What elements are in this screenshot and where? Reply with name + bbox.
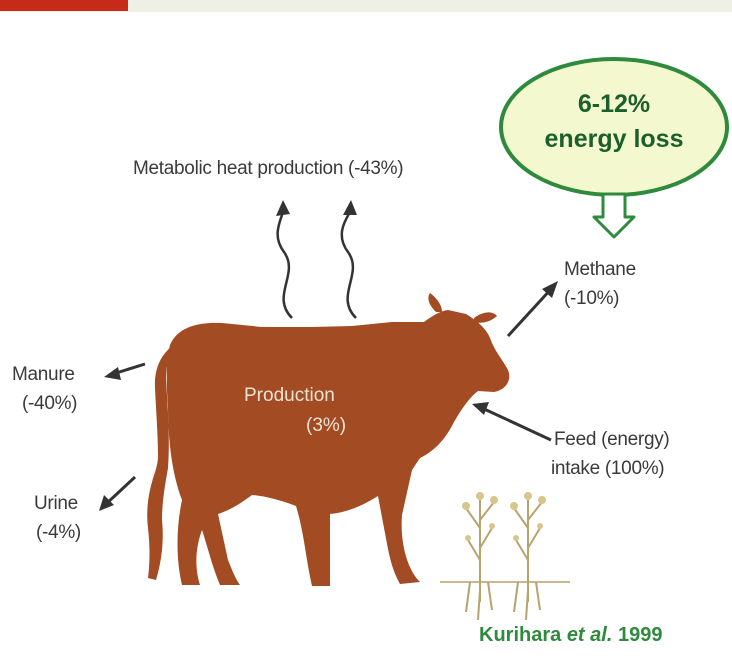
heat-arrow-left-head [276, 200, 290, 216]
urine-pct-label: (-4%) [36, 522, 81, 543]
citation-year: 1999 [612, 624, 663, 646]
production-pct-label: (3%) [306, 415, 347, 436]
urine-arrow-icon [104, 475, 137, 506]
feed-arrow-icon [481, 406, 552, 442]
methane-label: Methane [564, 259, 636, 280]
heat-arrow-right-icon [340, 211, 357, 319]
header-red-bar [0, 0, 128, 11]
hollow-down-arrow-icon [592, 192, 636, 239]
plants-icon [440, 492, 570, 621]
heat-arrow-right-head [343, 200, 357, 215]
manure-label: Manure [12, 364, 75, 385]
production-label: Production [244, 385, 335, 406]
methane-arrow-head [542, 281, 558, 298]
methane-pct-label: (-10%) [564, 288, 620, 309]
cow-silhouette-icon [147, 293, 510, 586]
feed-label: Feed (energy) [554, 429, 670, 450]
bubble-line-2: energy loss [544, 125, 684, 153]
heat-arrow-left-icon [276, 211, 293, 319]
manure-pct-label: (-40%) [22, 393, 78, 414]
feed-arrow-head [472, 402, 489, 415]
metabolic-heat-label: Metabolic heat production (-43%) [133, 158, 404, 179]
manure-arrow-head [104, 367, 121, 380]
bubble-line-1: 6-12% [577, 90, 651, 118]
urine-arrow-head [99, 495, 114, 511]
methane-arrow-icon [506, 286, 554, 338]
citation-etal: et al. [566, 624, 613, 646]
citation-author: Kurihara [479, 624, 567, 646]
header-strip [0, 0, 732, 12]
urine-label: Urine [34, 493, 78, 514]
feed-pct-label: intake (100%) [551, 458, 665, 479]
citation: Kurihara et al. 1999 [479, 624, 662, 647]
